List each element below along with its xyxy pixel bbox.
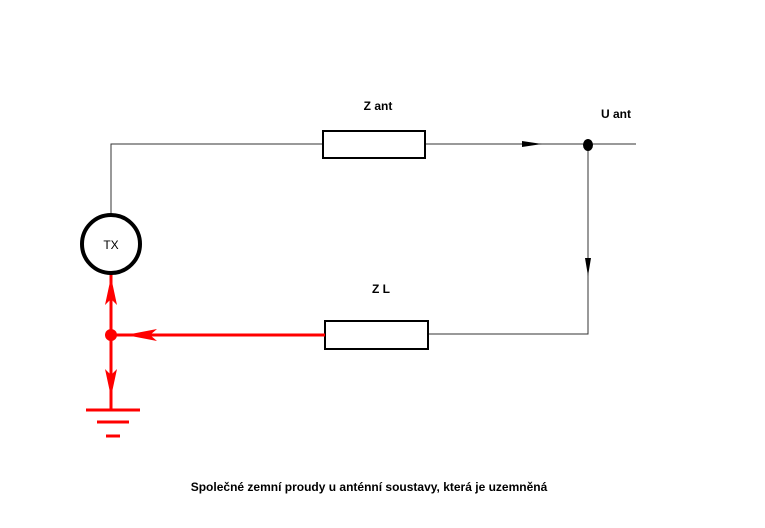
- red-arrow-down: [105, 369, 117, 397]
- wire-tx-to-zant: [110, 143, 323, 215]
- resistor-z-l: [324, 320, 429, 350]
- z-ant-label: Z ant: [364, 99, 393, 113]
- diagram-caption: Společné zemní proudy u anténní soustavy…: [191, 480, 548, 494]
- antenna-circuit: [110, 143, 636, 335]
- tx-transmitter-symbol: [80, 213, 142, 275]
- current-arrow-right: [522, 141, 542, 147]
- red-arrow-up: [105, 277, 117, 305]
- antenna-node-dot: [583, 139, 593, 151]
- tx-label: TX: [103, 238, 118, 252]
- red-arrow-left: [126, 329, 157, 341]
- ground-node-dot: [105, 329, 117, 341]
- wire-antenna-to-zl: [428, 145, 589, 335]
- resistor-z-ant: [322, 130, 426, 159]
- u-ant-label: U ant: [601, 107, 631, 121]
- current-arrow-down: [585, 258, 591, 276]
- ground-current-path: [86, 274, 325, 438]
- z-l-label: Z L: [372, 282, 390, 296]
